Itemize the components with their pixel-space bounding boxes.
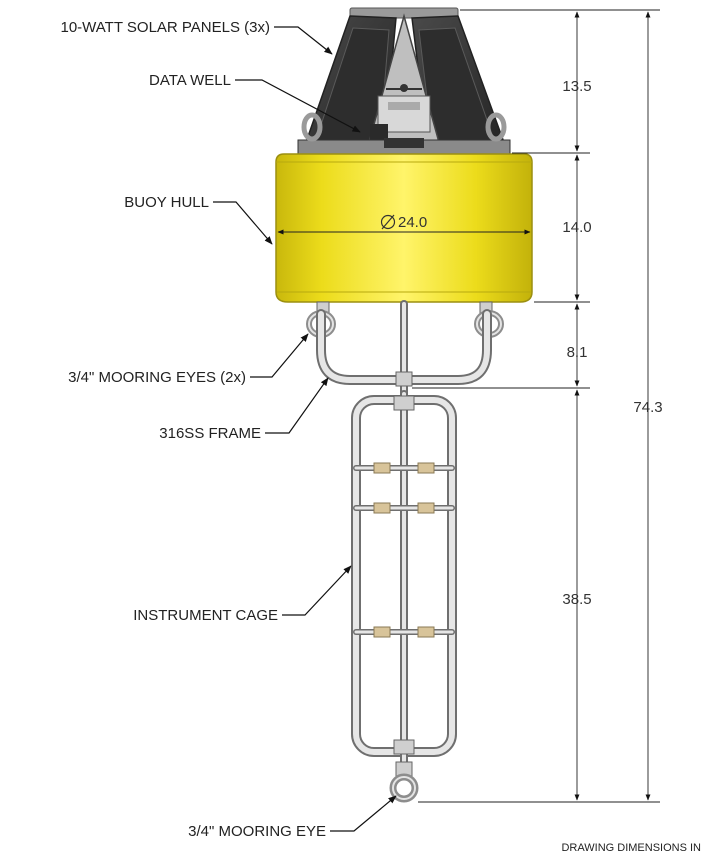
label-mooring-eyes-top: 3/4" MOORING EYES (2x) xyxy=(68,369,246,386)
dim-panel-height: 13.5 xyxy=(562,78,591,95)
label-solar-panels: 10-WATT SOLAR PANELS (3x) xyxy=(61,19,271,36)
mooring-eye-bottom xyxy=(389,761,419,803)
callout-frame: 316SS FRAME xyxy=(159,377,329,442)
callout-mooring-eyes-top: 3/4" MOORING EYES (2x) xyxy=(68,333,309,386)
stainless-frame xyxy=(306,300,504,398)
diameter-dimension: 24.0 xyxy=(277,214,531,235)
hull-body xyxy=(275,153,533,303)
callout-instrument-cage: INSTRUMENT CAGE xyxy=(133,565,352,624)
label-instrument-cage: INSTRUMENT CAGE xyxy=(133,607,278,624)
instrument-cage xyxy=(351,390,457,774)
lifting-eye-right xyxy=(485,112,507,142)
label-buoy-hull: BUOY HULL xyxy=(124,194,209,211)
diameter-symbol xyxy=(380,214,396,230)
diameter-value: 24.0 xyxy=(398,214,427,231)
callout-mooring-eye-bottom: 3/4" MOORING EYE xyxy=(188,795,397,840)
cage-band-1 xyxy=(353,462,455,474)
callout-buoy-hull: BUOY HULL xyxy=(124,194,273,245)
cage-band-2 xyxy=(353,502,455,514)
solar-panel-assembly xyxy=(297,7,511,155)
lifting-eye-left xyxy=(301,112,323,142)
cage-band-3 xyxy=(353,626,455,638)
buoy-hull xyxy=(275,153,533,303)
dim-cage-height: 38.5 xyxy=(562,591,591,608)
dim-hull-height: 14.0 xyxy=(562,219,591,236)
dim-overall-height: 74.3 xyxy=(633,399,662,416)
vertical-dimensions: 13.5 14.0 8.1 38.5 74.3 xyxy=(412,9,663,803)
label-data-well: DATA WELL xyxy=(149,72,231,89)
label-mooring-eye-bottom: 3/4" MOORING EYE xyxy=(188,823,326,840)
footnote: DRAWING DIMENSIONS IN xyxy=(561,842,701,854)
callout-data-well: DATA WELL xyxy=(149,72,361,133)
callout-solar-panels: 10-WATT SOLAR PANELS (3x) xyxy=(61,19,333,55)
dim-frame-height: 8.1 xyxy=(567,344,588,361)
label-frame: 316SS FRAME xyxy=(159,425,261,442)
